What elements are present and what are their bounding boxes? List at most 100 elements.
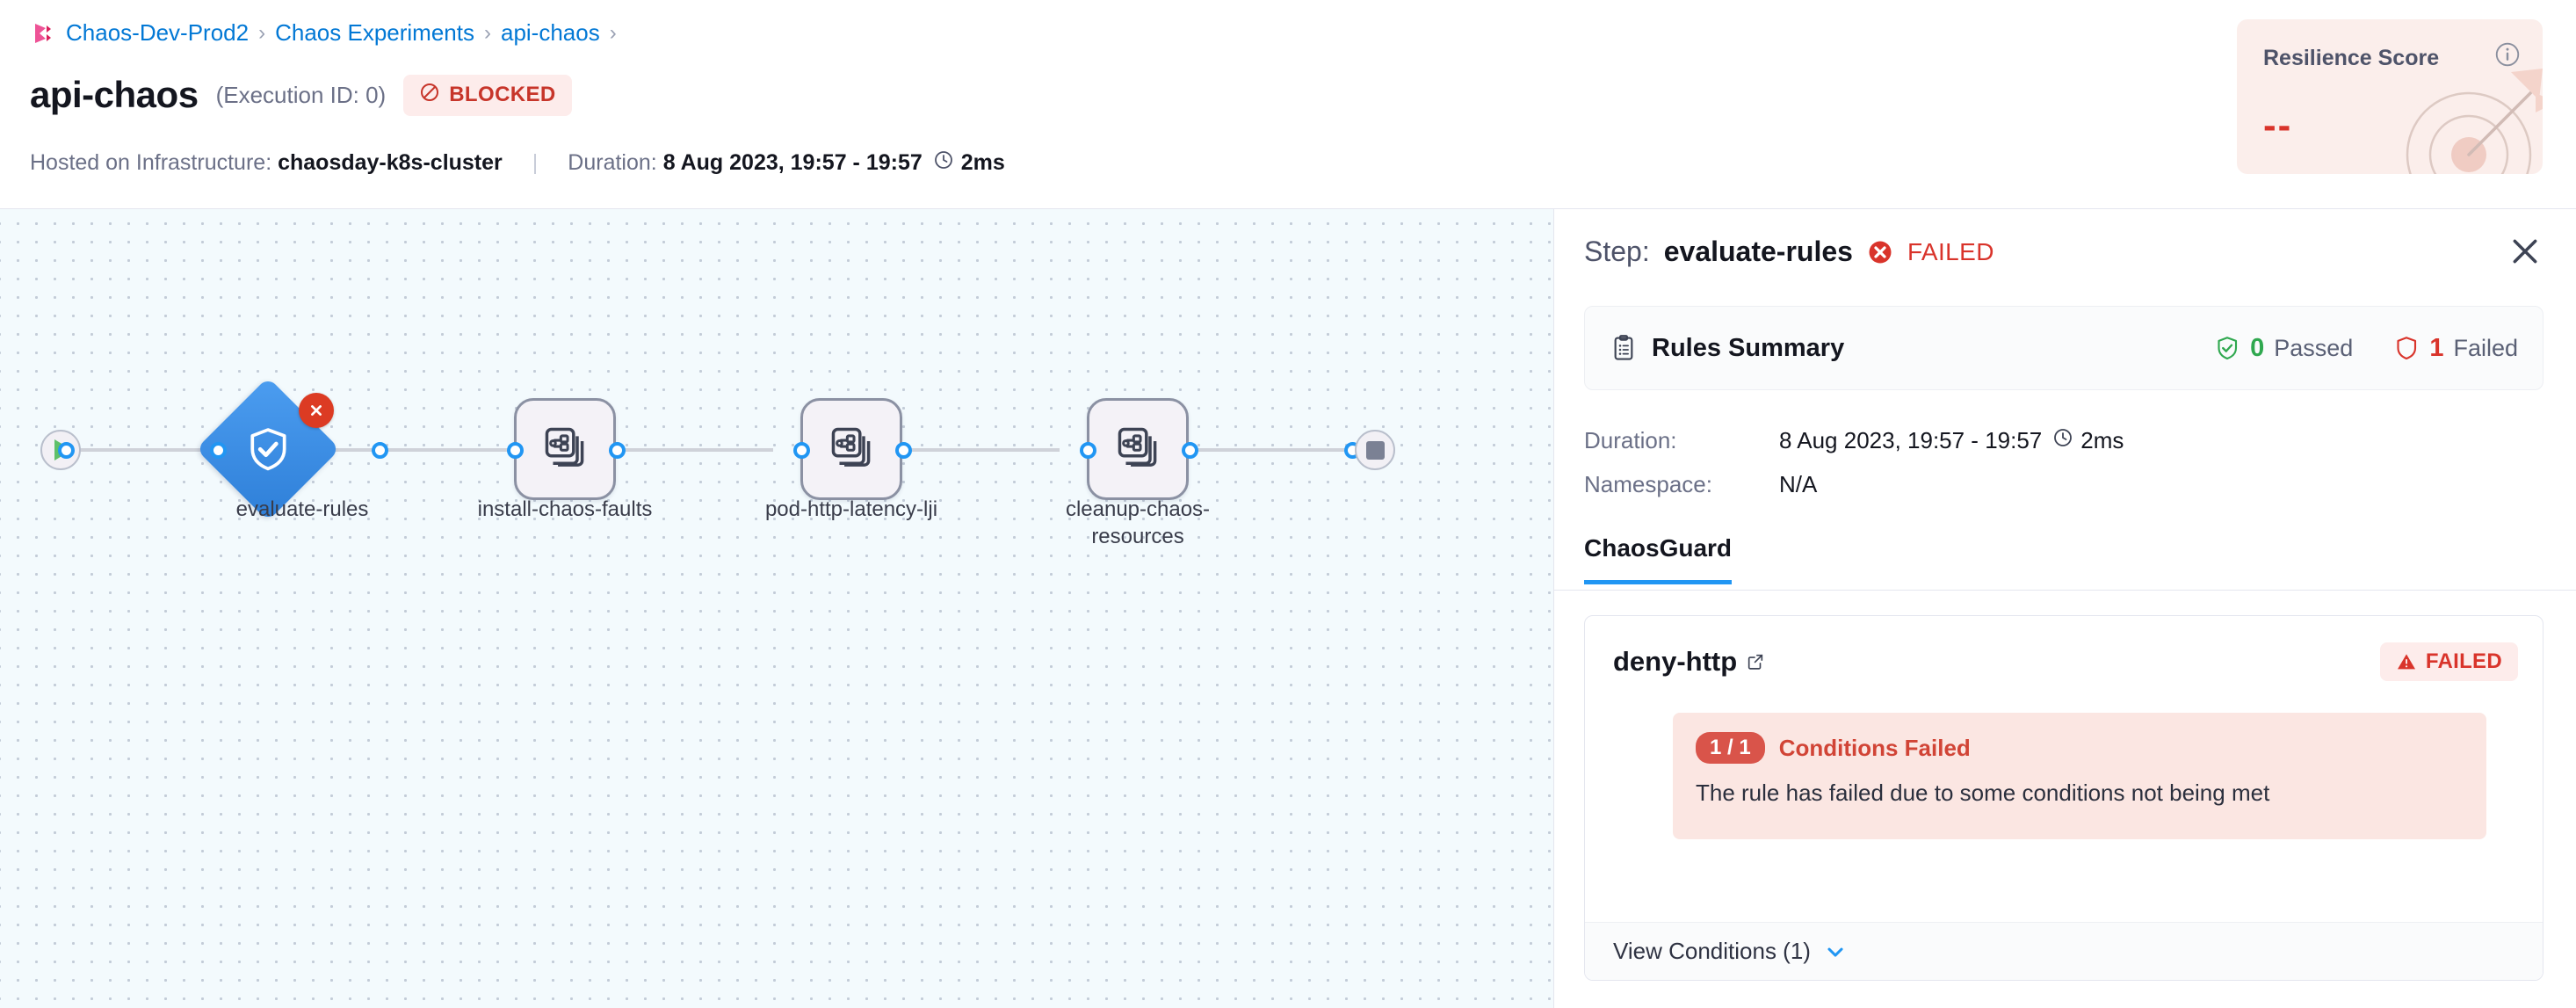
harness-logo-icon [30, 20, 56, 47]
port-evaluate-out[interactable] [372, 442, 388, 459]
port-podlatency-out[interactable] [895, 442, 912, 459]
rule-status-badge: FAILED [2379, 642, 2518, 681]
edge-podlatency-to-cleanup [901, 448, 1060, 452]
node-cleanup-chaos-resources[interactable] [1087, 398, 1189, 500]
node-label-pod-http-latency: pod-http-latency-lji [764, 497, 938, 521]
edge-evaluate-to-install [223, 448, 513, 452]
chevron-down-icon[interactable] [1823, 939, 1848, 964]
rules-passed-stat: 0 Passed [2214, 334, 2353, 363]
port-install-in[interactable] [507, 442, 524, 459]
shield-outline-icon [2393, 335, 2420, 361]
chaos-fault-icon [540, 423, 590, 476]
rules-failed-stat: 1 Failed [2393, 334, 2518, 363]
panel-header: Step: evaluate-rules FAILED [1554, 209, 2576, 299]
target-arrow-icon [2388, 51, 2543, 174]
rules-failed-count: 1 [2429, 333, 2444, 362]
step-title: Step: evaluate-rules FAILED [1584, 236, 1994, 268]
node-install-chaos-faults[interactable] [514, 398, 616, 500]
execution-id: (Execution ID: 0) [215, 81, 387, 108]
rules-passed-label: Passed [2274, 334, 2354, 361]
port-podlatency-in[interactable] [793, 442, 810, 459]
rule-header: deny-http [1585, 616, 2543, 713]
duration-ms: 2ms [960, 150, 1005, 175]
edge-start-to-evaluate [67, 448, 218, 452]
step-details: Duration: 8 Aug 2023, 19:57 - 19:57 2ms … [1584, 418, 2124, 506]
rules-summary-title: Rules Summary [1652, 333, 1845, 362]
port-start-out[interactable] [58, 442, 75, 459]
port-evaluate-in[interactable] [210, 442, 227, 459]
pipeline-canvas[interactable]: evaluate-rules install-chaos-faults [0, 209, 1553, 1008]
detail-extra-duration: 2ms [2080, 426, 2124, 453]
resilience-score-card: Resilience Score -- [2237, 19, 2543, 174]
external-link-icon[interactable] [1746, 652, 1765, 671]
clock-icon [2052, 427, 2073, 454]
conditions-failed-label: Conditions Failed [1778, 734, 1971, 761]
rule-card-deny-http: deny-http [1584, 615, 2543, 981]
duration-label: Duration: [568, 150, 657, 175]
node-label-install-chaos-faults: install-chaos-faults [477, 497, 653, 521]
stop-icon [1365, 440, 1385, 460]
infra-label: Hosted on Infrastructure: [30, 150, 272, 175]
view-conditions-toggle[interactable]: View Conditions (1) [1585, 922, 2543, 980]
infra-value: chaosday-k8s-cluster [278, 150, 503, 175]
step-status: FAILED [1907, 237, 1994, 265]
breadcrumb-item-1[interactable]: Chaos Experiments [275, 19, 474, 46]
duration-value: 8 Aug 2023, 19:57 - 19:57 [662, 150, 923, 175]
rules-summary-card: Rules Summary 0 Passed [1584, 306, 2543, 390]
breadcrumb-item-2[interactable]: api-chaos [500, 19, 600, 46]
error-x-icon [1867, 239, 1893, 265]
page-header: Chaos-Dev-Prod2 › Chaos Experiments › ap… [0, 0, 2576, 209]
breadcrumb-item-0[interactable]: Chaos-Dev-Prod2 [66, 19, 250, 46]
rules-failed-label: Failed [2453, 334, 2518, 361]
conditions-failed-description: The rule has failed due to some conditio… [1696, 780, 2270, 806]
conditions-failed-alert: 1 / 1 Conditions Failed The rule has fai… [1673, 713, 2486, 839]
blocked-icon [419, 82, 440, 109]
breadcrumb-separator: › [483, 20, 491, 45]
node-pod-http-latency[interactable] [800, 398, 902, 500]
resilience-score-title: Resilience Score [2263, 46, 2440, 70]
page-title: api-chaos [30, 74, 199, 115]
node-label-cleanup-chaos-resources: cleanup-chaos-resources [1065, 497, 1211, 548]
detail-row-namespace: Namespace: N/A [1584, 462, 2124, 506]
rules-passed-count: 0 [2250, 333, 2265, 362]
meta-row: Hosted on Infrastructure: chaosday-k8s-c… [30, 149, 1005, 177]
warning-triangle-icon [2396, 651, 2417, 672]
detail-key-duration: Duration: [1584, 426, 1677, 453]
step-name: evaluate-rules [1663, 236, 1853, 267]
port-install-out[interactable] [609, 442, 626, 459]
detail-key-namespace: Namespace: [1584, 470, 1712, 497]
clipboard-icon [1610, 334, 1638, 362]
clock-icon [933, 149, 954, 177]
port-cleanup-out[interactable] [1182, 442, 1198, 459]
panel-tabs: ChaosGuard [1554, 522, 2576, 591]
step-prefix: Step: [1584, 236, 1650, 267]
chaos-fault-icon [1113, 423, 1162, 476]
conditions-count-pill: 1 / 1 [1696, 732, 1765, 764]
status-badge: BLOCKED [403, 74, 572, 116]
step-detail-panel: Step: evaluate-rules FAILED [1553, 209, 2576, 1008]
node-label-evaluate-rules: evaluate-rules [235, 497, 369, 521]
close-icon[interactable] [2507, 234, 2543, 273]
info-icon[interactable] [2493, 40, 2522, 69]
title-row: api-chaos (Execution ID: 0) BLOCKED [30, 74, 572, 116]
tab-chaosguard[interactable]: ChaosGuard [1584, 534, 1733, 584]
detail-value-namespace: N/A [1779, 470, 1818, 497]
breadcrumb-separator: › [258, 20, 266, 45]
port-cleanup-in[interactable] [1080, 442, 1096, 459]
detail-value-duration: 8 Aug 2023, 19:57 - 19:57 [1779, 426, 2043, 453]
detail-row-duration: Duration: 8 Aug 2023, 19:57 - 19:57 2ms [1584, 418, 2124, 462]
edge-install-to-podlatency [615, 448, 773, 452]
rule-name-link[interactable]: deny-http [1613, 646, 1765, 678]
edge-cleanup-to-end [1186, 448, 1350, 452]
chaos-fault-icon [827, 423, 876, 476]
rule-status-badge-label: FAILED [2425, 649, 2502, 673]
error-x-icon[interactable] [299, 393, 334, 428]
resilience-score-value: -- [2263, 104, 2293, 147]
view-conditions-label: View Conditions (1) [1613, 938, 1811, 964]
pipeline-end-node[interactable] [1355, 430, 1395, 470]
breadcrumb-separator: › [609, 20, 617, 45]
shield-check-icon [243, 424, 293, 474]
meta-divider: | [532, 150, 539, 175]
breadcrumb: Chaos-Dev-Prod2 › Chaos Experiments › ap… [30, 19, 617, 47]
